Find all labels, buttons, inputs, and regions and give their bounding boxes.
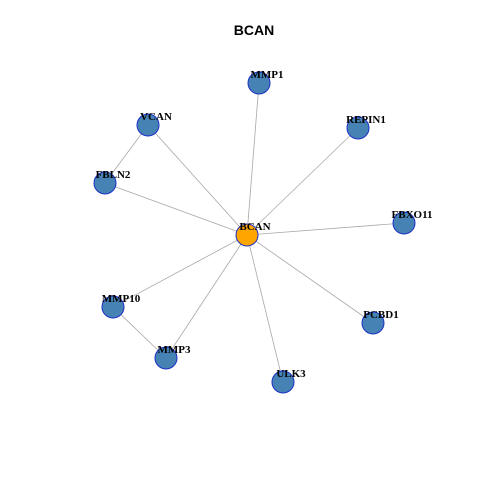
edge-bcan-repin1 bbox=[246, 127, 359, 236]
node-repin1[interactable] bbox=[346, 116, 370, 140]
edge-vcan-fbln2 bbox=[104, 124, 149, 184]
graph-title: BCAN bbox=[234, 22, 274, 38]
node-label-ulk3: ULK3 bbox=[276, 368, 306, 380]
node-fbxo11[interactable] bbox=[392, 211, 416, 235]
edge-mmp10-mmp3 bbox=[112, 306, 167, 359]
node-label-fbxo11: FBXO11 bbox=[392, 209, 433, 221]
node-pcbd1[interactable] bbox=[361, 311, 385, 335]
node-mmp1[interactable] bbox=[247, 71, 271, 95]
node-label-repin1: REPIN1 bbox=[346, 114, 386, 126]
node-label-mmp10: MMP10 bbox=[102, 293, 141, 305]
node-label-mmp3: MMP3 bbox=[158, 344, 191, 356]
node-fbln2[interactable] bbox=[93, 171, 117, 195]
edge-bcan-fbxo11 bbox=[246, 222, 405, 236]
edge-layer bbox=[104, 82, 405, 383]
edge-bcan-mmp10 bbox=[112, 234, 248, 308]
node-label-mmp1: MMP1 bbox=[251, 69, 284, 81]
node-label-fbln2: FBLN2 bbox=[96, 169, 131, 181]
node-vcan[interactable] bbox=[136, 113, 160, 137]
node-mmp10[interactable] bbox=[101, 295, 125, 319]
node-label-bcan: BCAN bbox=[239, 221, 270, 233]
edge-bcan-ulk3 bbox=[246, 234, 284, 383]
edge-bcan-vcan bbox=[147, 124, 248, 236]
edge-bcan-mmp1 bbox=[246, 82, 260, 236]
node-bcan[interactable] bbox=[235, 223, 259, 247]
node-layer bbox=[93, 71, 416, 394]
node-mmp3[interactable] bbox=[154, 346, 178, 370]
node-label-vcan: VCAN bbox=[140, 111, 172, 123]
edge-bcan-pcbd1 bbox=[246, 234, 374, 324]
edge-bcan-fbln2 bbox=[104, 182, 248, 236]
node-ulk3[interactable] bbox=[271, 370, 295, 394]
node-label-pcbd1: PCBD1 bbox=[363, 309, 398, 321]
edge-bcan-mmp3 bbox=[165, 234, 248, 359]
